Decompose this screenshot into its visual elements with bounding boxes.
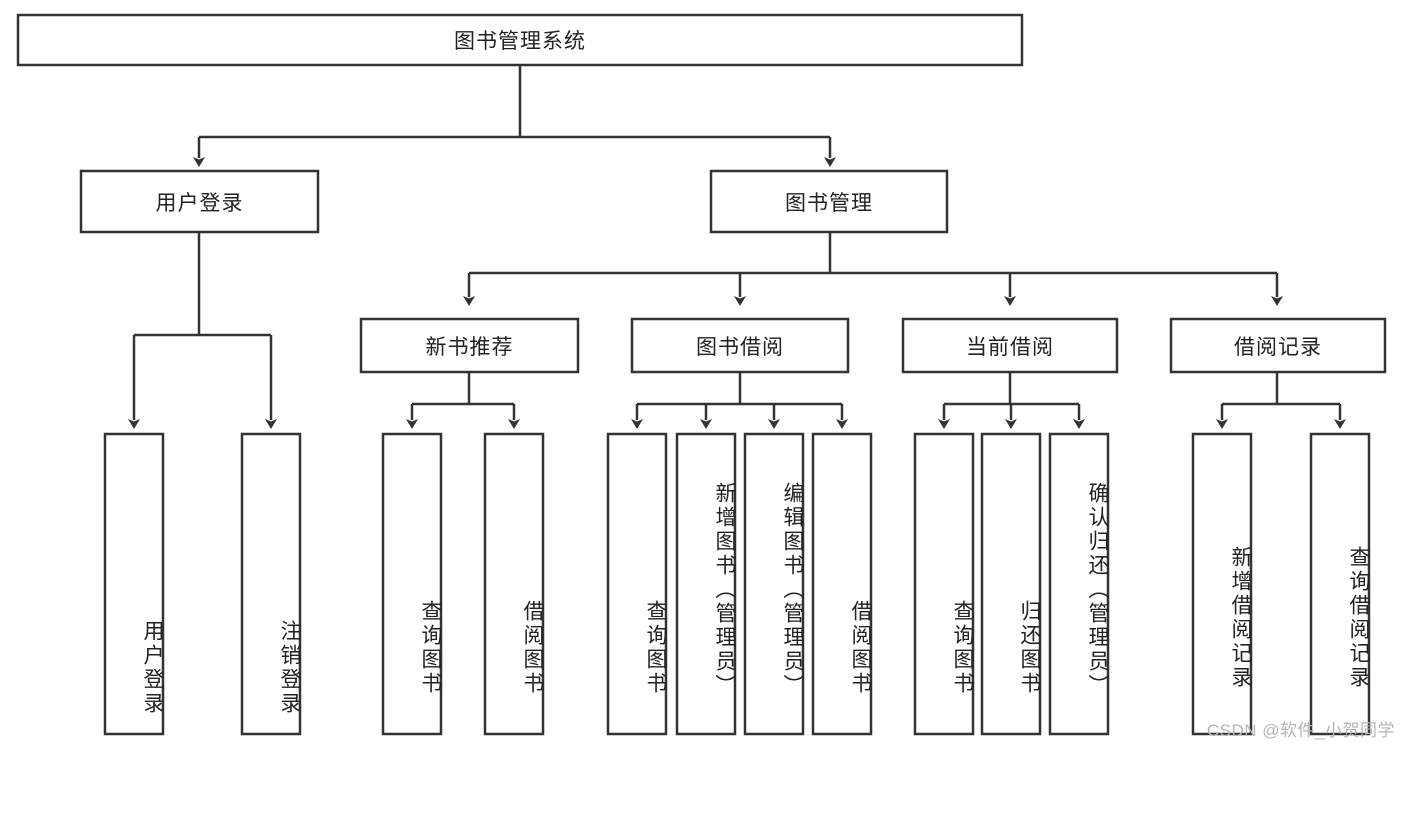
node-leaf-current-borrow-0[interactable] bbox=[913, 432, 975, 736]
node-leaf-book-borrow-3[interactable] bbox=[811, 432, 873, 736]
node-leaf-book-borrow-0[interactable] bbox=[606, 432, 668, 736]
watermark-text: CSDN @软件_小贺同学 bbox=[1206, 721, 1395, 740]
node-user-login[interactable] bbox=[79, 169, 320, 234]
node-new-book-recommend[interactable] bbox=[359, 317, 580, 374]
node-current-borrow[interactable] bbox=[901, 317, 1119, 374]
node-root[interactable] bbox=[16, 13, 1024, 67]
node-leaf-current-borrow-2[interactable] bbox=[1048, 432, 1110, 736]
node-leaf-borrow-record-1[interactable] bbox=[1309, 432, 1371, 736]
diagram-canvas: 图书管理系统 用户登录 图书管理 新书推荐 图书借阅 当前借阅 借阅记录 用户登… bbox=[16, 13, 1395, 740]
node-leaf-new-book-0[interactable] bbox=[381, 432, 443, 736]
diagram-graphics bbox=[16, 13, 1387, 736]
node-leaf-book-borrow-2[interactable] bbox=[743, 432, 805, 736]
node-book-borrow[interactable] bbox=[630, 317, 850, 374]
node-leaf-current-borrow-1[interactable] bbox=[980, 432, 1042, 736]
node-leaf-book-borrow-1[interactable] bbox=[675, 432, 737, 736]
node-borrow-record[interactable] bbox=[1169, 317, 1387, 374]
node-leaf-borrow-record-0[interactable] bbox=[1191, 432, 1253, 736]
node-leaf-user-login-1[interactable] bbox=[240, 432, 302, 736]
node-leaf-new-book-1[interactable] bbox=[483, 432, 545, 736]
node-book-manage[interactable] bbox=[709, 169, 949, 234]
node-leaf-user-login-0[interactable] bbox=[103, 432, 165, 736]
